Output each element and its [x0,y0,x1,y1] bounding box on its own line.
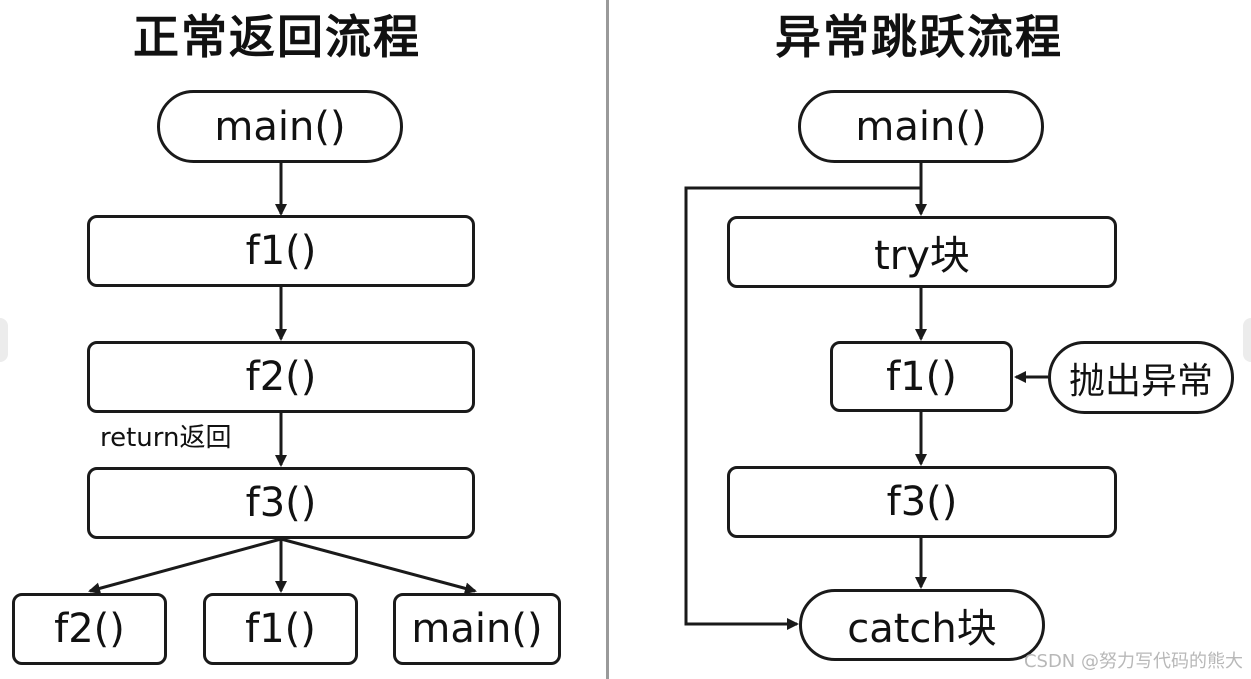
left-node-f2-label: f2() [245,354,317,400]
return-label: return返回 [100,423,232,453]
left-node-f3-label: f3() [245,480,317,526]
left-node-out-f2: f2() [12,593,167,665]
left-node-main: main() [157,90,403,163]
right-node-f1-label: f1() [886,353,957,400]
jump-arrow-to-catch [684,186,921,630]
watermark: CSDN @努力写代码的熊大 [1023,651,1243,672]
right-panel-title: 异常跳跃流程 [775,10,1063,64]
left-node-out-f1: f1() [203,593,358,665]
right-node-f1: f1() [830,341,1013,412]
right-node-main: main() [798,90,1044,163]
panel-divider [606,0,609,679]
right-node-throw-label: 抛出异常 [1068,360,1213,402]
right-node-try: try块 [727,216,1117,288]
left-panel-title: 正常返回流程 [133,10,421,64]
left-node-out-main: main() [393,593,561,665]
arrow-f3-to-out-main [280,537,477,595]
left-node-f2: f2() [87,341,475,413]
left-node-f1-label: f1() [245,228,317,274]
left-node-out-f2-label: f2() [54,606,125,652]
right-node-main-label: main() [855,103,987,150]
right-node-catch-label: catch块 [847,606,997,652]
left-node-f3: f3() [87,467,475,539]
right-node-catch: catch块 [799,589,1045,661]
right-node-f3: f3() [727,466,1117,538]
arrow-f3-to-out-f2 [88,537,282,595]
left-node-f1: f1() [87,215,475,287]
prev-slide-tab[interactable] [0,318,8,362]
left-node-out-main-label: main() [411,606,543,652]
next-slide-tab[interactable] [1243,318,1251,362]
left-node-out-f1-label: f1() [245,606,316,652]
right-node-throw: 抛出异常 [1048,341,1234,414]
right-node-f3-label: f3() [886,479,958,525]
right-node-try-label: try块 [874,233,970,279]
left-node-main-label: main() [214,103,346,150]
